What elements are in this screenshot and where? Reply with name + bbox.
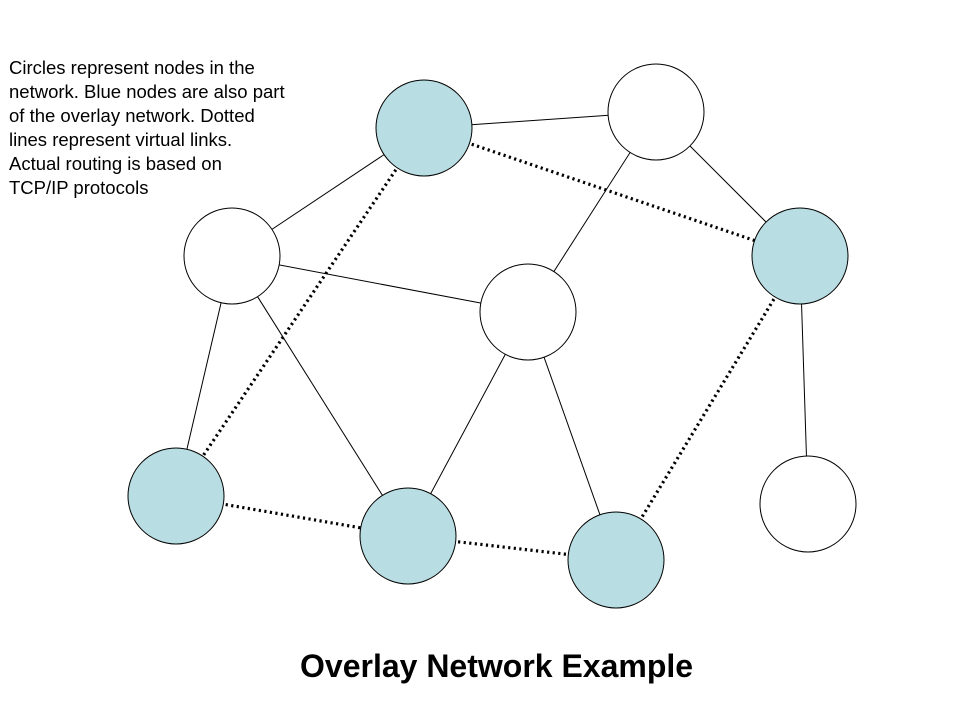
overlay-node-n-bottom-mid [359,487,457,585]
caption-line: Circles represent nodes in the [9,57,255,78]
overlay-node-n-right [751,207,849,305]
overlay-node-n-top-center [375,79,473,177]
overlay-node-n-bottom-right-mid [567,511,665,609]
caption-line: TCP/IP protocols [9,177,149,198]
network-node-n-mid-left [183,207,281,305]
virtual-link-n-top-center-n-bottom-left [174,127,426,497]
caption-line: Actual routing is based on [9,153,222,174]
page-title: Overlay Network Example [300,648,694,684]
physical-link-n-mid-left-n-center [231,255,529,313]
diagram-caption: Circles represent nodes in the network. … [9,56,379,200]
caption-line: of the overlay network. Dotted [9,105,255,126]
physical-link-n-mid-left-n-bottom-mid [231,255,409,537]
network-node-n-center [479,263,577,361]
caption-line: network. Blue nodes are also part [9,81,285,102]
network-node-n-top-right [607,63,705,161]
caption-line: lines represent virtual links. [9,129,233,150]
overlay-node-n-bottom-left [127,447,225,545]
virtual-link-n-top-center-n-right [423,126,801,258]
nodes-layer [127,63,857,609]
network-node-n-far-right [759,455,857,553]
